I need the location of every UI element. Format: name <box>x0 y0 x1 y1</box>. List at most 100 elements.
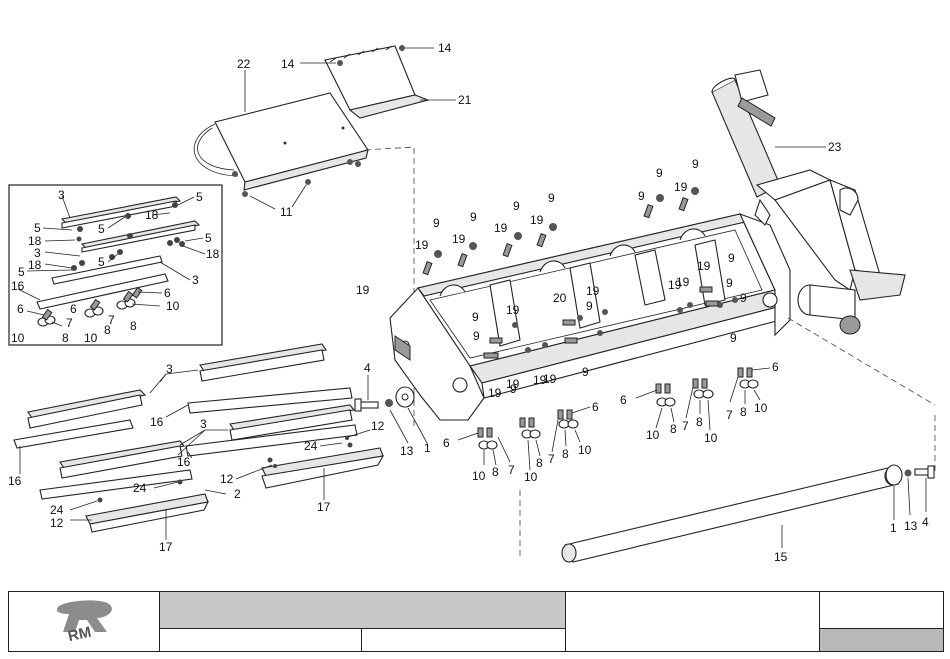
callout: 5 <box>34 221 41 235</box>
callout: 9 <box>582 365 589 379</box>
callout: 9 <box>730 331 737 345</box>
callout: 8 <box>562 447 569 461</box>
callout: 19 <box>676 275 690 289</box>
page-cell <box>820 629 943 651</box>
callout: 9 <box>513 199 520 213</box>
callout: 14 <box>281 57 295 71</box>
callout: 8 <box>130 319 137 333</box>
callout: 9 <box>740 291 747 305</box>
callout: 7 <box>508 463 515 477</box>
callout: 9 <box>726 276 733 290</box>
callout: 19 <box>506 377 520 391</box>
callout: 8 <box>740 405 747 419</box>
callout: 5 <box>205 231 212 245</box>
callout: 5 <box>98 222 105 236</box>
callout: 16 <box>177 455 191 469</box>
callout: 14 <box>438 41 452 55</box>
callout: 21 <box>458 93 472 107</box>
callout: 10 <box>704 431 718 445</box>
callout: 7 <box>682 419 689 433</box>
callout: 9 <box>473 329 480 343</box>
callout: 17 <box>317 500 331 514</box>
callout: 5 <box>18 265 25 279</box>
code-cell <box>820 592 943 629</box>
description-cell <box>566 592 820 651</box>
callout: 4 <box>364 361 371 375</box>
callout: 10 <box>578 443 592 457</box>
callout: 20 <box>553 291 567 305</box>
company-logo-icon: RM <box>49 598 124 646</box>
title-block: RM <box>8 591 944 652</box>
callout: 19 <box>415 238 429 252</box>
callout: 6 <box>70 302 77 316</box>
callout: 2 <box>234 487 241 501</box>
callout: 1 <box>890 521 897 535</box>
callout: 16 <box>150 415 164 429</box>
callout: 9 <box>470 210 477 224</box>
callout: 9 <box>586 299 593 313</box>
callout: 19 <box>674 180 688 194</box>
callout: 3 <box>58 188 65 202</box>
callout: 4 <box>922 515 929 529</box>
callout: 23 <box>828 140 842 154</box>
callout: 6 <box>443 436 450 450</box>
callout: 1 <box>424 441 431 455</box>
title-header-cell <box>160 592 566 629</box>
callout: 12 <box>50 516 64 530</box>
callout: 19 <box>586 284 600 298</box>
callout: 9 <box>638 189 645 203</box>
callout: 7 <box>726 408 733 422</box>
callout: 8 <box>696 415 703 429</box>
callout: 6 <box>17 302 24 316</box>
callout: 18 <box>145 208 159 222</box>
callout: 6 <box>592 400 599 414</box>
callout: 18 <box>206 247 220 261</box>
callout: 10 <box>166 299 180 313</box>
callout: 12 <box>220 472 234 486</box>
callout: 11 <box>280 205 293 219</box>
callout: 6 <box>772 360 779 374</box>
callout: 19 <box>356 283 370 297</box>
callout: 3 <box>166 362 173 376</box>
callout: 24 <box>50 503 64 517</box>
callout: 6 <box>620 393 627 407</box>
callout: 8 <box>62 331 69 345</box>
callout: 15 <box>774 550 788 564</box>
callout: 10 <box>754 401 768 415</box>
callout: 9 <box>548 191 555 205</box>
callout: 10 <box>646 428 660 442</box>
callout: 13 <box>904 519 918 533</box>
callout: 3 <box>192 273 199 287</box>
callout: 9 <box>656 166 663 180</box>
callout: 16 <box>8 474 22 488</box>
callout: 8 <box>536 456 543 470</box>
callout: 19 <box>494 221 508 235</box>
logo-cell: RM <box>9 592 160 651</box>
callout: 6 <box>164 286 171 300</box>
callout: 13 <box>400 444 414 458</box>
callout: 12 <box>371 419 385 433</box>
callout: 7 <box>66 316 73 330</box>
title-sub-cell-1 <box>160 629 362 651</box>
callout: 10 <box>11 331 25 345</box>
callout: 7 <box>548 452 555 466</box>
callout: 10 <box>84 331 98 345</box>
callout: 5 <box>196 190 203 204</box>
callout: 19 <box>543 372 557 386</box>
callout: 3 <box>200 417 207 431</box>
callout: 19 <box>506 303 520 317</box>
callout: 8 <box>492 465 499 479</box>
callout: 17 <box>159 540 173 554</box>
callout: 24 <box>133 481 147 495</box>
callout: 16 <box>11 279 25 293</box>
callout: 19 <box>488 386 502 400</box>
callout: 22 <box>237 57 251 71</box>
logo-text: RM <box>66 624 92 645</box>
callout: 18 <box>28 258 42 272</box>
callout: 19 <box>530 213 544 227</box>
exploded-parts-diagram: 22 14 14 21 11 23 3 5 18 5 5 5 18 3 5 18… <box>0 0 950 585</box>
callout: 9 <box>728 251 735 265</box>
callout: 10 <box>472 469 486 483</box>
callout: 8 <box>104 323 111 337</box>
callout: 9 <box>472 310 479 324</box>
